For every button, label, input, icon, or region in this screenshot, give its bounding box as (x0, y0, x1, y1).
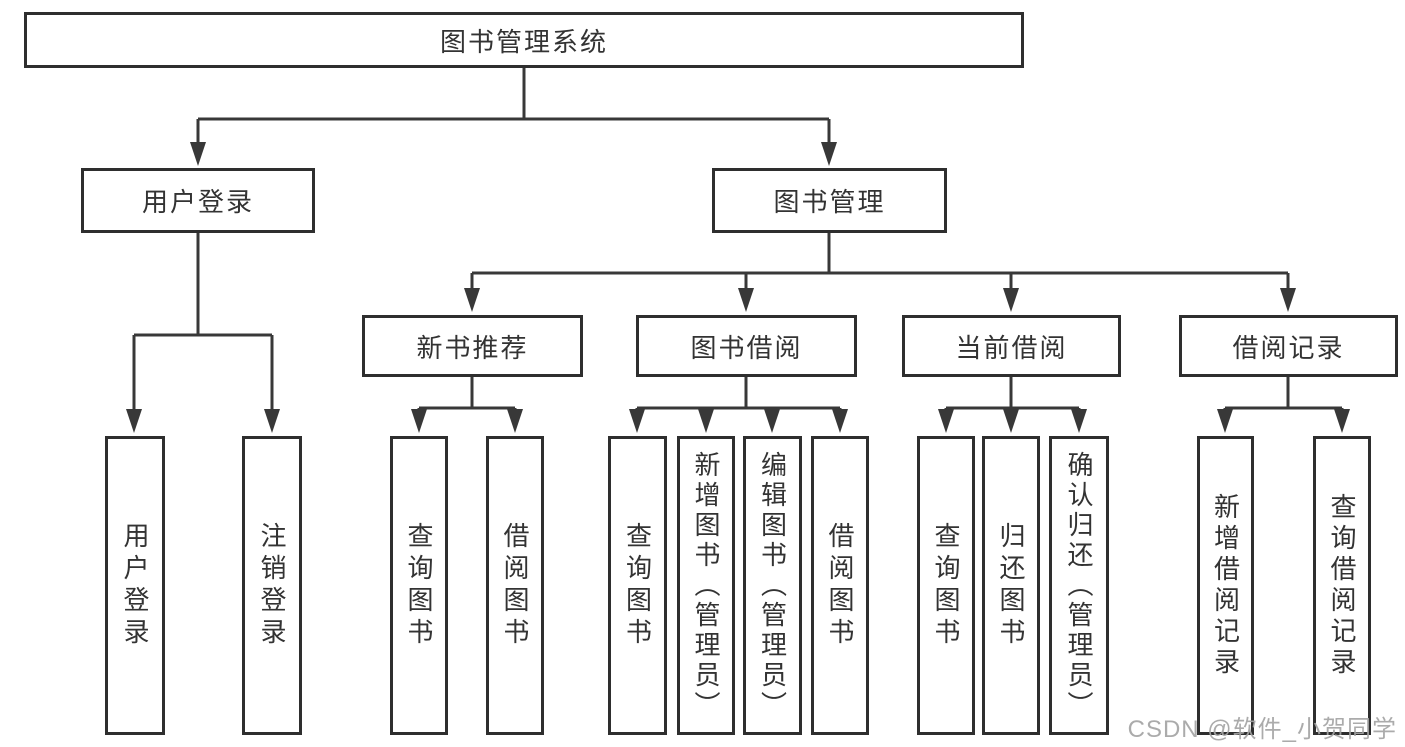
leaf-borrowing-borrow-books: 借阅图书 (811, 436, 869, 735)
node-label: 借阅图书 (825, 521, 855, 650)
node-current-borrowing: 当前借阅 (902, 315, 1121, 377)
leaf-borrowing-query-books: 查询图书 (608, 436, 667, 735)
node-label: 编辑图书（管理员） (757, 450, 788, 721)
leaf-confirm-return-admin: 确认归还（管理员） (1049, 436, 1109, 735)
node-book-borrowing: 图书借阅 (636, 315, 857, 377)
leaf-query-borrow-record: 查询借阅记录 (1313, 436, 1371, 735)
leaf-recommend-query-books: 查询图书 (390, 436, 448, 735)
leaf-user-login: 用户登录 (105, 436, 165, 735)
leaf-recommend-borrow-books: 借阅图书 (486, 436, 544, 735)
node-label: 借阅图书 (500, 521, 530, 650)
node-label: 新增借阅记录 (1210, 492, 1241, 679)
node-label: 查询图书 (404, 521, 434, 650)
node-label: 查询图书 (622, 521, 653, 650)
leaf-edit-books-admin: 编辑图书（管理员） (743, 436, 802, 735)
leaf-logout: 注销登录 (242, 436, 302, 735)
node-label: 图书管理系统 (439, 26, 608, 57)
leaf-add-borrow-record: 新增借阅记录 (1197, 436, 1254, 735)
node-label: 确认归还（管理员） (1064, 450, 1094, 721)
node-book-management: 图书管理 (712, 168, 947, 233)
node-library-management-system: 图书管理系统 (24, 12, 1024, 68)
node-user-login: 用户登录 (81, 168, 315, 233)
node-label: 借阅记录 (1232, 332, 1345, 363)
watermark: CSDN @软件_小贺同学 (1127, 716, 1397, 743)
node-label: 图书管理 (773, 187, 886, 217)
node-label: 新书推荐 (416, 332, 529, 363)
node-label: 新增图书（管理员） (691, 450, 721, 721)
node-label: 归还图书 (996, 521, 1026, 650)
leaf-add-books-admin: 新增图书（管理员） (677, 436, 735, 735)
node-label: 用户登录 (141, 187, 254, 217)
node-label: 注销登录 (257, 521, 287, 650)
node-borrowing-records: 借阅记录 (1179, 315, 1398, 377)
leaf-return-books: 归还图书 (982, 436, 1040, 735)
node-label: 当前借阅 (955, 332, 1068, 363)
leaf-current-query-books: 查询图书 (917, 436, 975, 735)
node-label: 查询借阅记录 (1327, 492, 1357, 679)
node-new-book-recommend: 新书推荐 (362, 315, 583, 377)
node-label: 查询图书 (931, 521, 961, 650)
node-label: 用户登录 (120, 521, 150, 650)
node-label: 图书借阅 (690, 332, 803, 363)
